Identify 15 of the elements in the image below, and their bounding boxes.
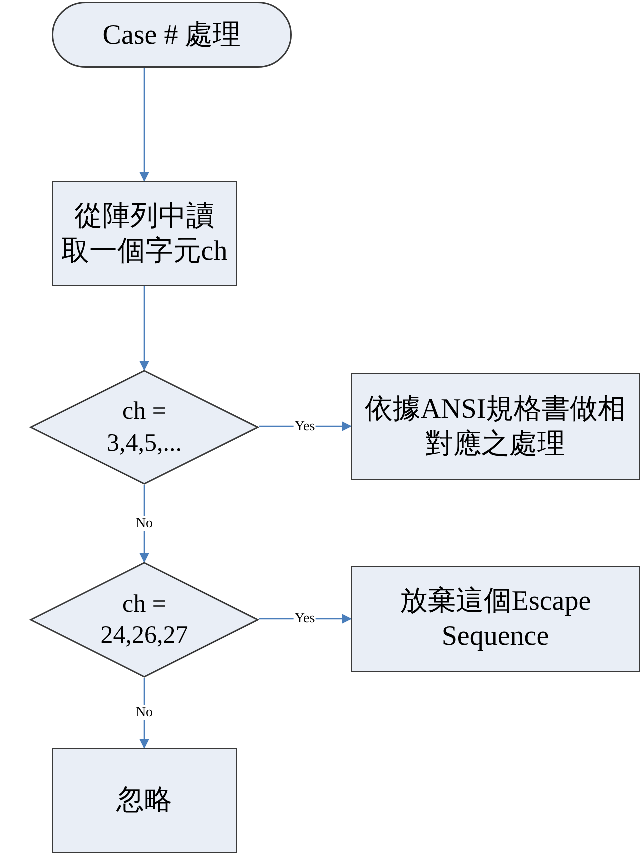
node-text: 放棄這個Escape Sequence (398, 585, 592, 654)
node-text: Case # 處理 (102, 18, 242, 52)
process-box (351, 373, 640, 480)
edge-label: No (134, 516, 154, 532)
node-text: ch = 3,4,5,... (106, 397, 183, 458)
process-box (351, 566, 640, 672)
node-text: 依據ANSI規格書做相對應之處理 (364, 392, 628, 462)
node-text: 忽略 (116, 784, 172, 818)
arrow (140, 286, 150, 371)
edge-label: No (134, 705, 154, 721)
node-text: 從陣列中讀取一個字元ch (61, 200, 228, 268)
node-text: ch = 24,26,27 (100, 590, 190, 651)
process-box (52, 748, 237, 853)
arrow (140, 68, 150, 182)
process-box (52, 181, 237, 286)
